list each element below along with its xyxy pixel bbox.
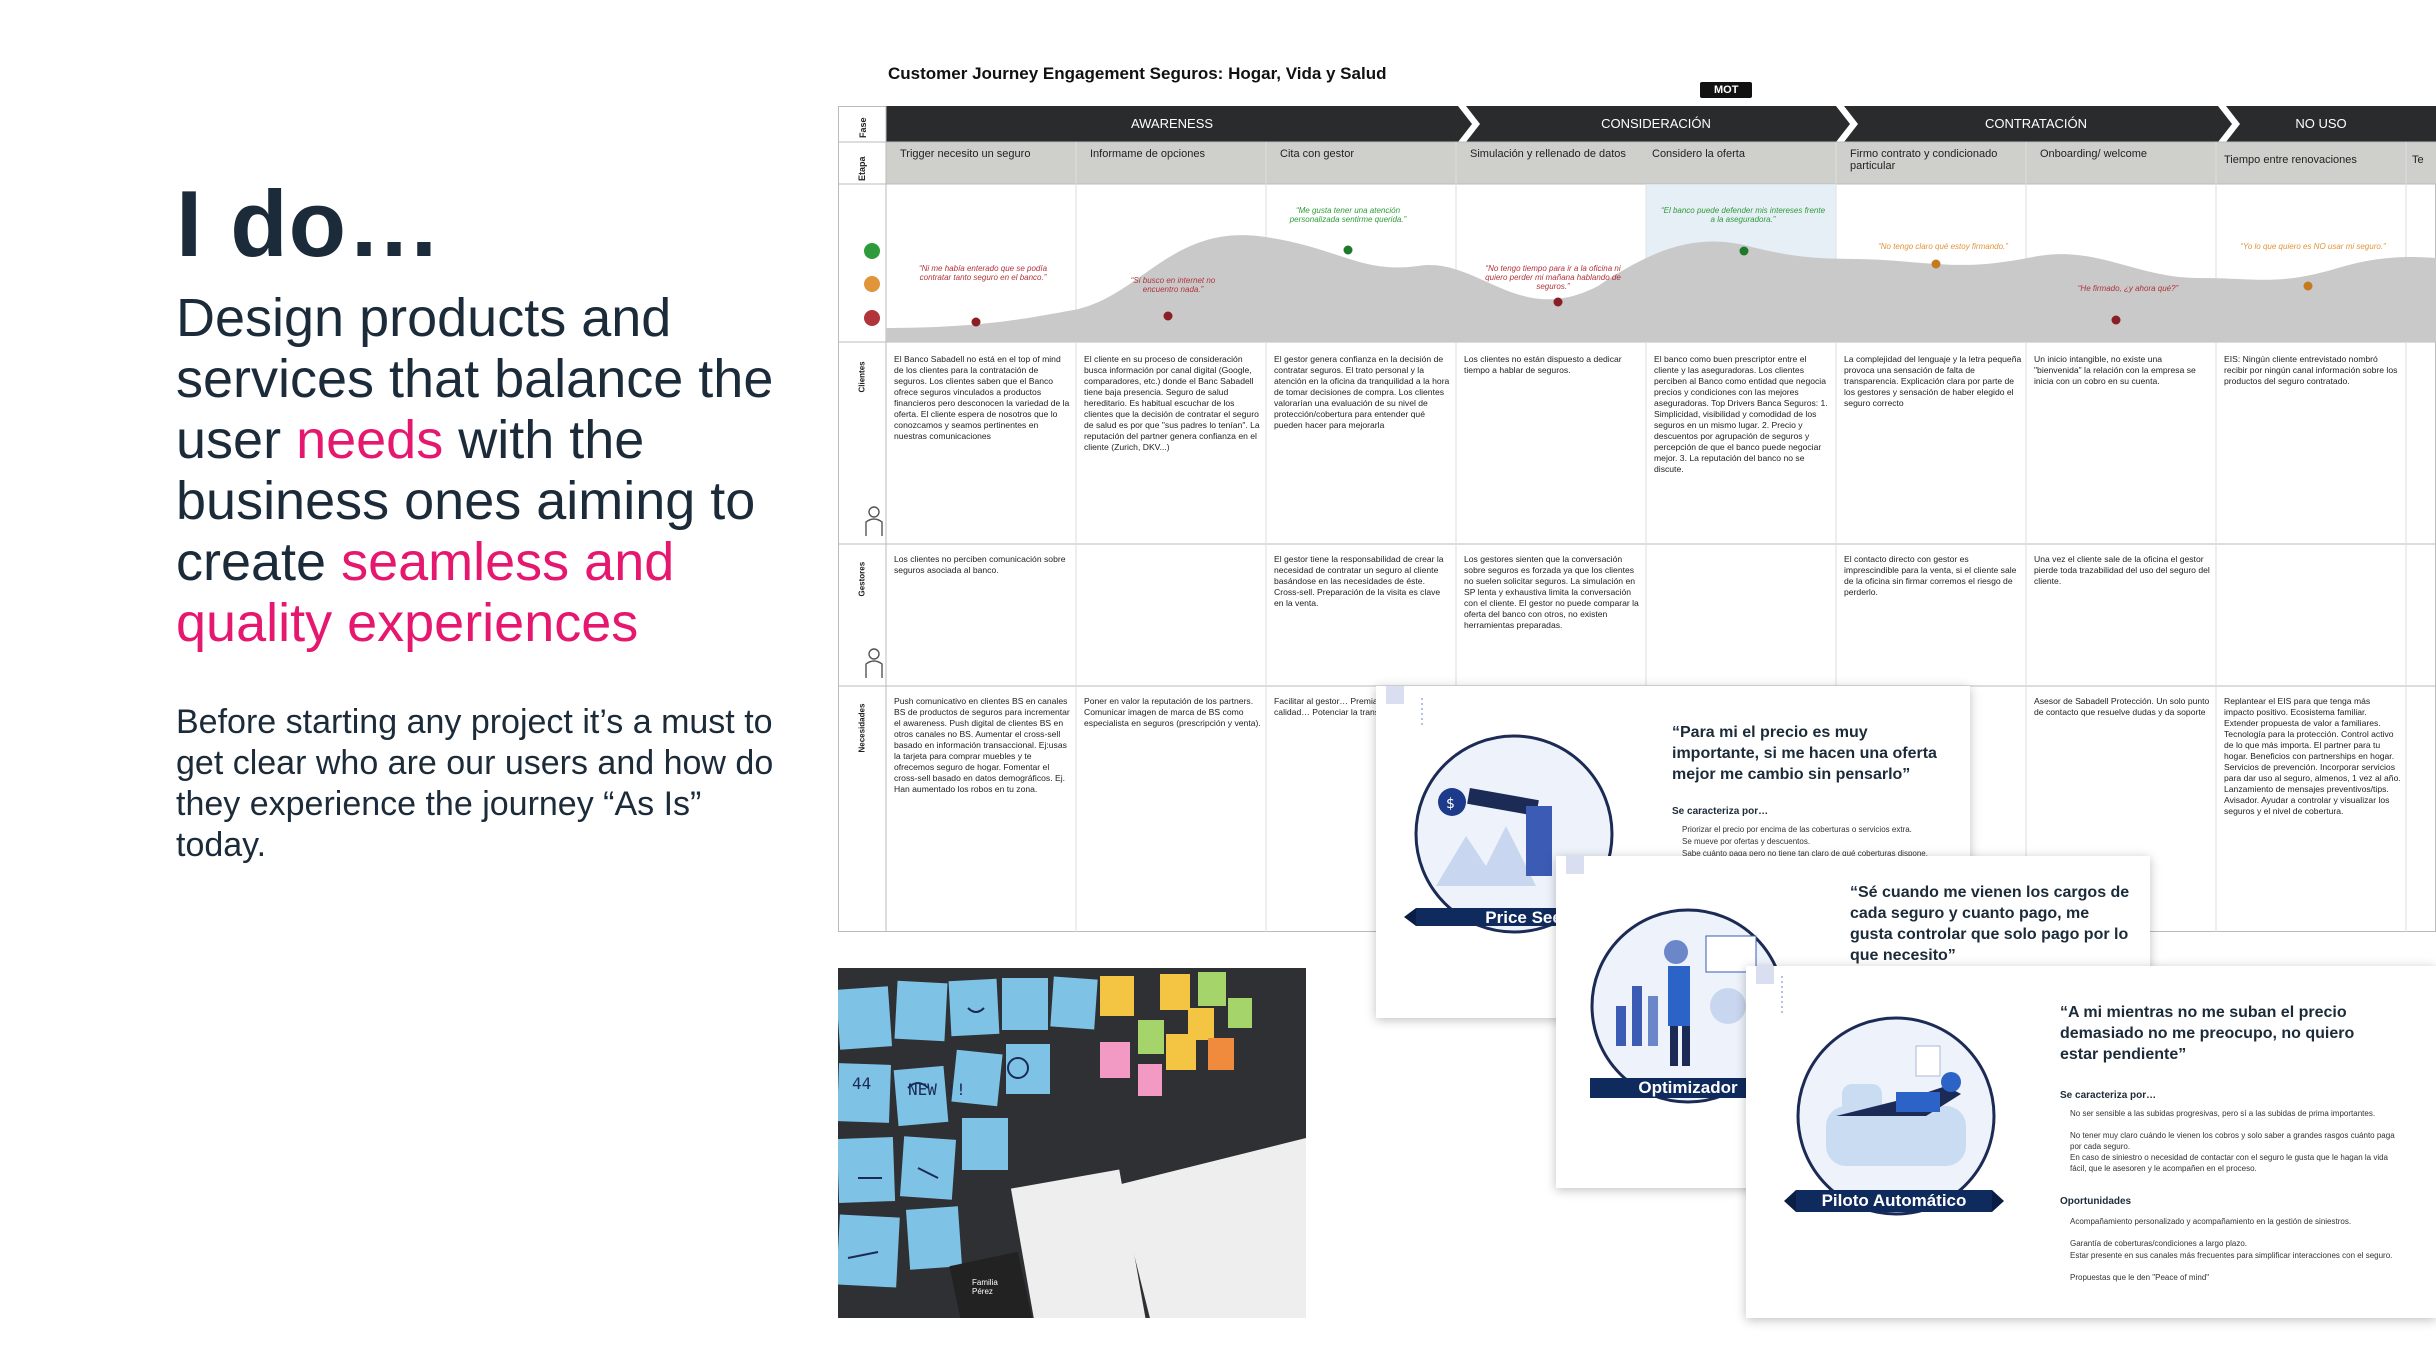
necesidades-cell-1: Poner en valor la reputación de los part… — [1084, 696, 1261, 728]
slide-subheading: Design products and services that balanc… — [176, 288, 776, 654]
quote-0: “Ni me había enterado que se podía contr… — [918, 264, 1048, 282]
journey-map: Fase Etapa Clientes Gestores Necesidades… — [838, 106, 2436, 932]
persona-quote-price-seeker: “Para mi el precio es muy importante, si… — [1672, 724, 1937, 783]
stage-6: Onboarding/ welcome — [2040, 148, 2148, 160]
persona-opportunity-piloto-1: Garantía de coberturas/condiciones a lar… — [2070, 1239, 2247, 1248]
quote-1: “Si busco en internet no encuentro nada.… — [1130, 276, 1216, 294]
subheading-text-2: with the business ones aiming to create — [176, 410, 756, 592]
persona-quote-optimizador: “Sé cuando me vienen los cargos de cada … — [1850, 884, 2130, 964]
sticky-notes-illustration — [838, 968, 1306, 1318]
phase-awareness: AWARENESS — [1130, 116, 1214, 131]
clientes-cell-3: Los clientes no están dispuesto a dedica… — [1464, 354, 1622, 375]
row-label-necesidades: Necesidades — [857, 703, 867, 753]
persona-opportunity-piloto-3: Propuestas que le den "Peace of mind" — [2070, 1273, 2210, 1282]
emotion-dots — [971, 245, 2313, 327]
photo-note-new: NEW !! — [908, 1080, 966, 1099]
quote-7: “Yo lo que quiero es NO usar mi seguro.” — [2240, 242, 2386, 251]
persona-section-piloto-automatico: Se caracteriza por… — [2060, 1090, 2157, 1101]
highlight-needs: needs — [296, 410, 444, 470]
slide-body-text: Before starting any project it’s a must … — [176, 703, 774, 864]
persona-badge-piloto-automatico: Piloto Automático — [1821, 1191, 1967, 1210]
phase-consideracion: CONSIDERACIÓN — [1601, 116, 1711, 131]
subheading-text-1: Design products and services that balanc… — [176, 288, 774, 470]
row-label-gestores: Gestores — [857, 561, 867, 597]
mot-label: MOT — [1700, 82, 1753, 98]
stage-0: Trigger necesito un seguro — [900, 148, 1031, 160]
persona-badge-optimizador: Optimizador — [1638, 1078, 1738, 1097]
clientes-cell-1: El cliente en su proceso de consideració… — [1084, 354, 1260, 452]
gestores-cell-3: Los gestores sienten que la conversación… — [1464, 554, 1639, 630]
persona-bullet-piloto-1: No tener muy claro cuándo le vienen los … — [2070, 1131, 2395, 1151]
persona-section2-piloto-automatico: Oportunidades — [2060, 1196, 2132, 1207]
persona-section-price-seeker: Se caracteriza por… — [1672, 806, 1769, 817]
phase-no-uso: NO USO — [2295, 116, 2347, 131]
persona-bullet-piloto-2: En caso de siniestro o necesidad de cont… — [2070, 1153, 2388, 1173]
stage-7: Tiempo entre renovaciones — [2224, 154, 2357, 166]
journey-map-grid — [838, 106, 2436, 932]
quote-3: “No tengo tiempo para ir a la oficina ni… — [1485, 264, 1621, 291]
quote-2: “Me gusta tener una atención personaliza… — [1289, 206, 1407, 224]
clientes-cell-7: EIS: Ningún cliente entrevistado nombró … — [2224, 354, 2398, 386]
workshop-photo: NEW !! 44 Familia Pérez — [838, 968, 1306, 1318]
stage-4: Considero la oferta — [1652, 148, 1745, 160]
clientes-cell-2: El gestor genera confianza en la decisió… — [1274, 354, 1450, 430]
clientes-cell-5: La complejidad del lenguaje y la letra p… — [1844, 354, 2022, 408]
necesidades-cell-2: Facilitar al gestor… Premiar la calidad…… — [1274, 696, 1390, 717]
gestores-cell-5: El contacto directo con gestor es impres… — [1844, 554, 2017, 597]
persona-quote-piloto-automatico: “A mi mientras no me suban el precio dem… — [2060, 1004, 2355, 1063]
quote-4: “El banco puede defender mis intereses f… — [1660, 206, 1826, 224]
stage-2: Cita con gestor — [1280, 148, 1354, 160]
clientes-cell-4: El banco como buen prescriptor entre el … — [1654, 354, 1828, 474]
svg-text:$: $ — [1446, 796, 1455, 812]
persona-opportunity-piloto-2: Estar presente en sus canales más frecue… — [2070, 1251, 2393, 1260]
stage-5: Firmo contrato y condicionado particular — [1850, 148, 1998, 172]
necesidades-cell-0: Push comunicativo en clientes BS en cana… — [894, 696, 1070, 794]
clientes-cell-6: Un inicio intangible, no existe una "bie… — [2034, 354, 2196, 386]
quote-5: “No tengo claro qué estoy firmando.” — [1878, 242, 2008, 251]
photo-note-44: 44 — [852, 1074, 872, 1093]
stage-1: Informame de opciones — [1090, 148, 1205, 160]
stage-3: Simulación y rellenado de datos — [1470, 148, 1626, 160]
persona-bullet-price-seeker-0: Priorizar el precio por encima de las co… — [1682, 825, 1912, 834]
phase-contratacion: CONTRATACIÓN — [1984, 116, 2088, 131]
piloto-automatico-illustration — [1756, 966, 2004, 1216]
persona-card-price-seeker: $ Price Seeke “Para mi el precio es muy … — [1376, 686, 1970, 1018]
slide-heading: I do… — [176, 171, 443, 276]
persona-bullet-price-seeker-1: Se mueve por ofertas y descuentos. — [1682, 837, 1811, 846]
journey-map-title: Customer Journey Engagement Seguros: Hog… — [888, 64, 1387, 83]
necesidades-cell-6: Asesor de Sabadell Protección. Un solo p… — [2034, 696, 2210, 717]
gestores-cell-6: Una vez el cliente sale de la oficina el… — [2034, 554, 2210, 586]
quote-6: “He firmado, ¿y ahora qué?” — [2077, 284, 2179, 293]
highlight-seamless: seamless and quality experiences — [176, 532, 675, 653]
gestores-cell-0: Los clientes no perciben comunicación so… — [894, 554, 1066, 575]
necesidades-cell-7: Replantear el EIS para que tenga más imp… — [2224, 696, 2401, 816]
row-label-clientes: Clientes — [857, 361, 867, 393]
persona-bullet-price-seeker-2: Sabe cuánto paga pero no tiene tan claro… — [1682, 849, 1928, 858]
optimizador-illustration — [1566, 856, 1786, 1104]
persona-opportunity-piloto-0: Acompañamiento personalizado y acompañam… — [2070, 1217, 2352, 1226]
persona-bullet-piloto-0: No ser sensible a las subidas progresiva… — [2070, 1109, 2376, 1118]
stage-8: Te — [2412, 154, 2424, 166]
persona-card-piloto-automatico: Piloto Automático “A mi mientras no me s… — [1746, 966, 2436, 1318]
gestores-cell-2: El gestor tiene la responsabilidad de cr… — [1274, 554, 1444, 608]
clientes-cell-0: El Banco Sabadell no está en el top of m… — [894, 354, 1070, 441]
photo-note-familia: Familia Pérez — [972, 1278, 998, 1296]
